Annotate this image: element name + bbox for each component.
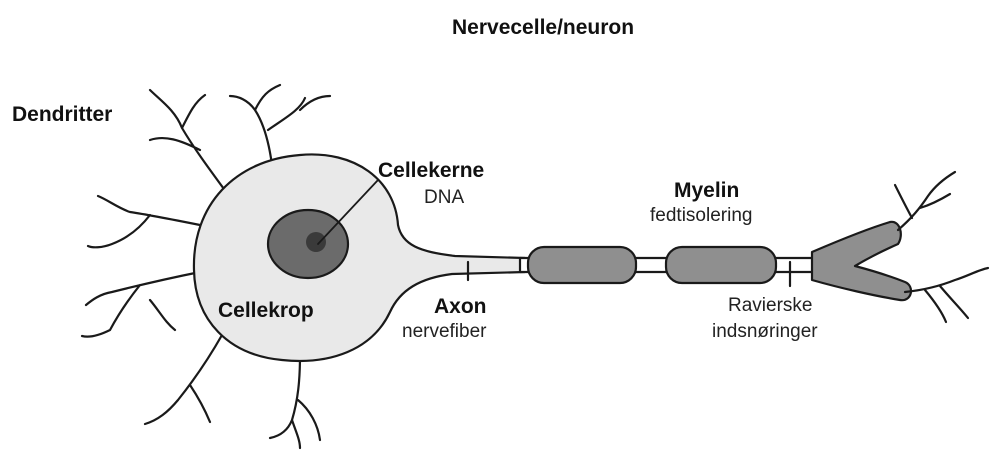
dendrite-bottom-left <box>145 335 222 424</box>
axon-terminal-upper <box>895 172 955 230</box>
axon-segment-3 <box>772 258 816 272</box>
myelin-sheath-1 <box>528 247 636 283</box>
dendrite-upper-left <box>150 90 232 200</box>
dendrite-bottom <box>270 355 320 448</box>
label-axon: Axon <box>434 296 487 317</box>
label-nucleus-sub: DNA <box>424 188 464 207</box>
label-ranvier-line2: indsnøringer <box>712 322 818 341</box>
diagram-title: Nervecelle/neuron <box>452 17 634 38</box>
nucleolus <box>306 232 326 252</box>
label-myelin: Myelin <box>674 180 739 201</box>
label-nucleus: Cellekerne <box>378 160 484 181</box>
label-dendrites: Dendritter <box>12 104 112 125</box>
myelin-sheath-2 <box>666 247 776 283</box>
label-cell-body: Cellekrop <box>218 300 314 321</box>
dendrite-left-upper <box>88 196 200 247</box>
dendrite-left-lower <box>82 272 200 337</box>
axon-terminal-lower <box>905 268 988 322</box>
label-axon-sub: nervefiber <box>402 322 487 341</box>
label-myelin-sub: fedtisolering <box>650 206 752 225</box>
label-ranvier-line1: Ravierske <box>728 296 812 315</box>
myelin-sheath-terminal <box>812 222 911 300</box>
